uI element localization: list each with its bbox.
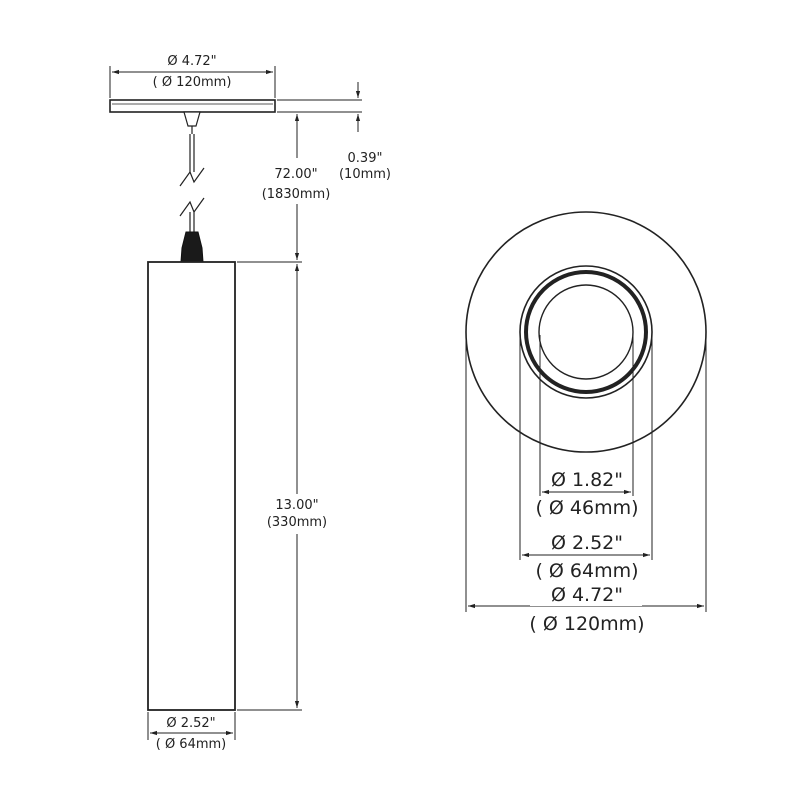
cord-grip — [180, 231, 204, 263]
cord-length-mm-label: (1830mm) — [262, 187, 331, 202]
bezel-ring — [524, 270, 648, 394]
bottom-canopy-diameter-dimension: Ø 4.72" ( Ø 120mm) — [465, 332, 707, 636]
bottom-body-diameter-mm-label: ( Ø 64mm) — [535, 560, 638, 582]
aperture-diameter-label: Ø 1.82" — [551, 469, 623, 491]
body-diameter-mm-label: ( Ø 64mm) — [156, 737, 227, 752]
body-diameter-label: Ø 2.52" — [166, 716, 215, 731]
aperture-outline — [538, 284, 634, 380]
canopy — [109, 99, 276, 113]
bottom-view: Ø 1.82" ( Ø 46mm) Ø 2.52" ( Ø 64mm) Ø 4.… — [465, 211, 707, 636]
cord-length-dimension: 72.00" (1830mm) — [237, 111, 336, 263]
aperture-diameter-mm-label: ( Ø 46mm) — [535, 497, 638, 519]
body-height-label: 13.00" — [275, 498, 318, 513]
canopy-height-label: 0.39" — [348, 151, 383, 166]
body-diameter-dimension: Ø 2.52" ( Ø 64mm) — [147, 712, 236, 752]
bottom-body-diameter-label: Ø 2.52" — [551, 532, 623, 554]
canopy-diameter-dimension: Ø 4.72" ( Ø 120mm) — [109, 54, 276, 98]
bottom-body-diameter-dimension: Ø 2.52" ( Ø 64mm) — [519, 332, 653, 582]
strain-relief — [183, 111, 201, 127]
side-view: Ø 4.72" ( Ø 120mm) 0.39" (10mm) — [109, 54, 391, 752]
bottom-canopy-diameter-label: Ø 4.72" — [551, 584, 623, 606]
body-height-dimension: 13.00" (330mm) — [237, 264, 336, 711]
aperture-diameter-dimension: Ø 1.82" ( Ø 46mm) — [535, 335, 639, 519]
canopy-diameter-label: Ø 4.72" — [167, 54, 216, 69]
cord-length-label: 72.00" — [274, 167, 317, 182]
canopy-height-mm-label: (10mm) — [339, 167, 391, 182]
bottom-canopy-diameter-mm-label: ( Ø 120mm) — [529, 613, 644, 635]
canopy-diameter-mm-label: ( Ø 120mm) — [153, 75, 232, 90]
body-height-mm-label: (330mm) — [267, 515, 327, 530]
cylinder-body — [147, 261, 236, 711]
cord — [179, 134, 205, 232]
